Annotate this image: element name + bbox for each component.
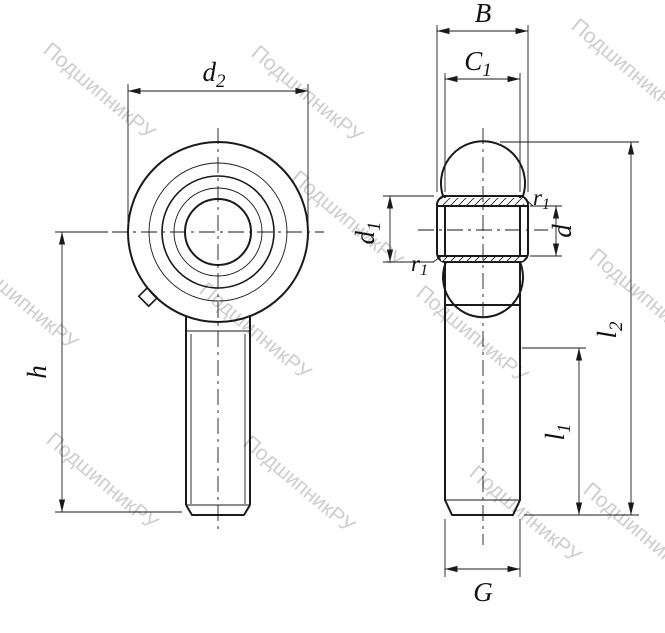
dim-label-l2: l2 bbox=[592, 321, 627, 339]
dim-label-r1-bottom: r1 bbox=[411, 251, 428, 279]
radius-r1-top: r1 bbox=[523, 185, 550, 213]
front-view: d2 h bbox=[22, 57, 324, 532]
watermark-text: ПодшипникРУ bbox=[42, 428, 163, 535]
dim-label-d1: d1 bbox=[350, 222, 385, 245]
ball-bottom-cap bbox=[442, 261, 524, 319]
bore-lines bbox=[437, 205, 528, 257]
dimension-d: d bbox=[530, 205, 577, 257]
dimension-h: h bbox=[22, 231, 182, 513]
dimension-d2: d2 bbox=[127, 57, 309, 226]
watermark-text: ПодшипникРУ bbox=[412, 281, 533, 388]
watermark-text: ПодшипникРУ bbox=[567, 14, 665, 121]
dim-label-r1-top: r1 bbox=[533, 185, 550, 213]
ball-top-dome bbox=[440, 140, 526, 197]
dimension-C1: C1 bbox=[444, 46, 521, 192]
grease-notch bbox=[137, 286, 159, 308]
dimension-B: B bbox=[436, 0, 529, 192]
ball-band bbox=[436, 195, 529, 263]
radius-r1-bottom: r1 bbox=[411, 251, 443, 279]
dim-label-G: G bbox=[473, 577, 493, 607]
dim-label-C1: C1 bbox=[464, 46, 492, 81]
watermark-text: ПодшипникРУ bbox=[39, 38, 160, 145]
dim-label-d: d bbox=[547, 224, 577, 238]
ball-section-lower bbox=[441, 256, 524, 261]
watermark-text: ПодшипникРУ bbox=[247, 41, 368, 148]
watermark-text: ПодшипникРУ bbox=[195, 278, 316, 385]
watermark-layer: ПодшипникРУ ПодшипникРУ ПодшипникРУ Подш… bbox=[0, 14, 665, 585]
watermark-text: ПодшипникРУ bbox=[0, 248, 83, 355]
dim-label-B: B bbox=[475, 0, 492, 28]
dimension-l1: l1 bbox=[522, 347, 586, 515]
dim-label-h: h bbox=[22, 365, 52, 379]
shank-side bbox=[444, 304, 521, 516]
dimension-G: G bbox=[444, 519, 521, 607]
watermark-text: ПодшипникРУ bbox=[579, 478, 665, 585]
dimension-d1: d1 bbox=[350, 195, 434, 263]
dimension-l2: l2 bbox=[500, 141, 639, 516]
housing-sides bbox=[444, 196, 521, 305]
ball-section-upper bbox=[441, 198, 524, 206]
side-view: B C1 d1 d r1 r1 bbox=[350, 0, 639, 607]
dim-label-d2: d2 bbox=[203, 57, 227, 92]
watermark-text: ПодшипникРУ bbox=[239, 431, 360, 538]
dim-label-l1: l1 bbox=[540, 423, 575, 440]
